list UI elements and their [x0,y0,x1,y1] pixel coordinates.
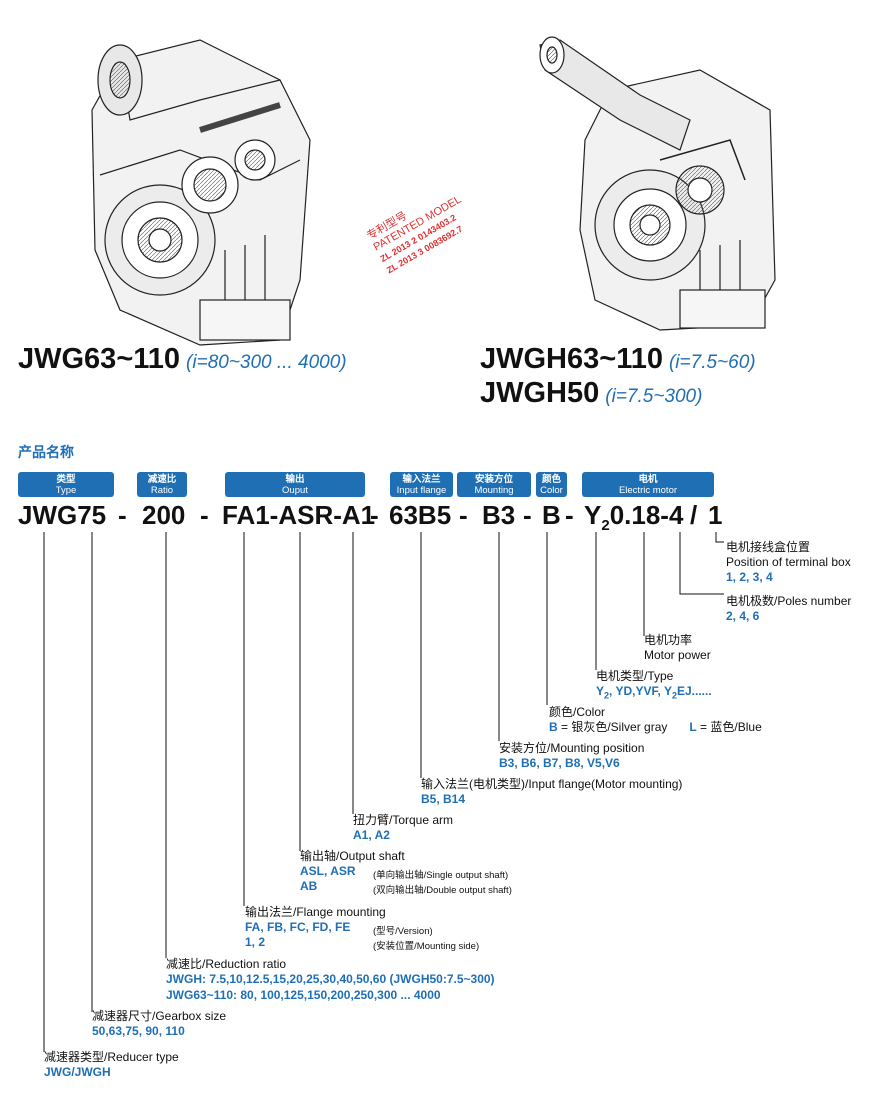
motor-sub: 2 [601,517,610,535]
flange-values: B5, B14 [421,792,466,806]
terminal-label-en: Position of terminal box [726,555,851,569]
section-title: 产品名称 [18,444,74,460]
mt-sub1: 2 [604,690,610,701]
code-flange: 63B5 [389,500,452,530]
header-en: Input flange [396,485,447,496]
line-poles [679,532,724,595]
color-label: 颜色/Color [549,705,606,719]
code-output: FA1-ASR-A1 [222,500,376,530]
color-l: L [689,720,697,734]
header-en: Mounting position [474,485,514,507]
shaft-values-1: ASL, ASR [300,864,356,878]
header-zh: 输入法兰 [402,474,441,485]
shaft-note-1: (单向输出轴/Single output shaft) [373,870,509,881]
code-sep-6: - [565,500,574,530]
line-terminal [715,532,724,543]
header-zh: 颜色 [541,474,561,485]
color-l-desc: = 蓝色/Blue [696,720,762,734]
shaft-note-2: (双向输出轴/Double output shaft) [373,885,512,896]
flange-label: 输入法兰(电机类型)/Input flange(Motor mounting) [421,777,683,791]
code-motor: Y20.18-4 [584,500,683,534]
torque-values: A1, A2 [353,828,390,842]
model-title-jwg: JWG63~110(i=80~300 ... 4000) [18,343,347,376]
mounting-values: B3, B6, B7, B8, V5,V6 [499,756,620,770]
terminal-label-zh: 电机接线盒位置 [726,540,811,554]
terminal-values: 1, 2, 3, 4 [726,570,773,584]
jwg-gearbox-drawing [91,39,311,346]
header-zh: 电机 [638,474,658,485]
model-ratio: (i=80~300 ... 4000) [186,352,347,373]
header-en: Color [540,485,563,496]
mounting-label: 安装方位/Mounting position [499,741,645,755]
reducer-values: JWG/JWGH [44,1065,111,1079]
header-zh: 减速比 [147,474,177,485]
color-b-desc: = 银灰色/Silver gray [557,720,668,734]
poles-label: 电机极数/Poles number [726,594,852,608]
code-sep-4: - [459,500,468,530]
size-values: 50,63,75, 90, 110 [92,1024,185,1038]
model-title-jwgh: JWGH63~110(i=7.5~60) [480,343,756,376]
model-ratio: (i=7.5~60) [668,352,756,373]
ratio-label: 减速比/Reduction ratio [166,957,287,971]
fmount-label: 输出法兰/Flange mounting [245,905,386,919]
header-en: Ratio [150,485,174,496]
reducer-label: 减速器类型/Reducer type [44,1050,179,1064]
header-en: Electric motor [618,485,678,496]
model-title-jwgh50: JWGH50(i=7.5~300) [480,377,702,410]
code-sep-3: - [370,500,379,530]
shaft-values-2: AB [300,879,318,893]
fmount-note-1: (型号/Version) [373,926,433,937]
power-label-en: Motor power [644,648,711,662]
code-type: JWG75 [18,500,107,530]
mt-end: EJ...... [676,684,712,698]
model-ratio: (i=7.5~300) [605,386,703,407]
model-name: JWGH63~110 [480,343,663,375]
code-mounting: B3 [482,500,516,530]
color-values: B = 银灰色/Silver gray L = 蓝色/Blue [549,720,762,735]
code-sep-2: - [200,500,209,530]
header-zh: 类型 [56,474,76,485]
motor-rest: 0.18-4 [609,500,684,530]
motor-type-label: 电机类型/Type [596,669,674,683]
fmount-values-2: 1, 2 [245,935,266,949]
header-en: Type [55,485,77,496]
mt-sub2: 2 [671,690,677,701]
power-label-zh: 电机功率 [644,633,693,647]
motor-prefix: Y [584,500,602,530]
code-sep-1: - [118,500,127,530]
header-en: Ouput [282,485,308,496]
fmount-note-2: (安装位置/Mounting side) [373,941,480,952]
mt-mid: , YD,YVF, Y [609,684,672,698]
code-sep-5: - [523,500,532,530]
code-box: 1 [708,500,723,530]
mt-y: Y [596,684,605,698]
poles-values: 2, 4, 6 [726,609,760,623]
model-name: JWGH50 [480,377,600,409]
code-slash: / [690,500,698,530]
model-name: JWG63~110 [18,343,181,375]
fmount-values-1: FA, FB, FC, FD, FE [245,920,351,934]
code-ratio: 200 [142,500,186,530]
header-zh: 输出 [285,474,305,485]
size-label: 减速器尺寸/Gearbox size [92,1009,227,1023]
shaft-label: 输出轴/Output shaft [300,849,405,863]
motor-type-values: Y2, YD,YVF, Y2EJ...... [596,684,712,703]
torque-label: 扭力臂/Torque arm [353,813,454,827]
ratio-values-2: JWG63~110: 80, 100,125,150,200,250,300 .… [166,988,441,1002]
color-b: B [549,720,558,734]
header-zh: 安装方位 [474,474,513,485]
code-color: B [542,500,561,530]
jwgh-gearbox-drawing [539,36,776,331]
ratio-values-1: JWGH: 7.5,10,12.5,15,20,25,30,40,50,60 (… [166,972,495,986]
